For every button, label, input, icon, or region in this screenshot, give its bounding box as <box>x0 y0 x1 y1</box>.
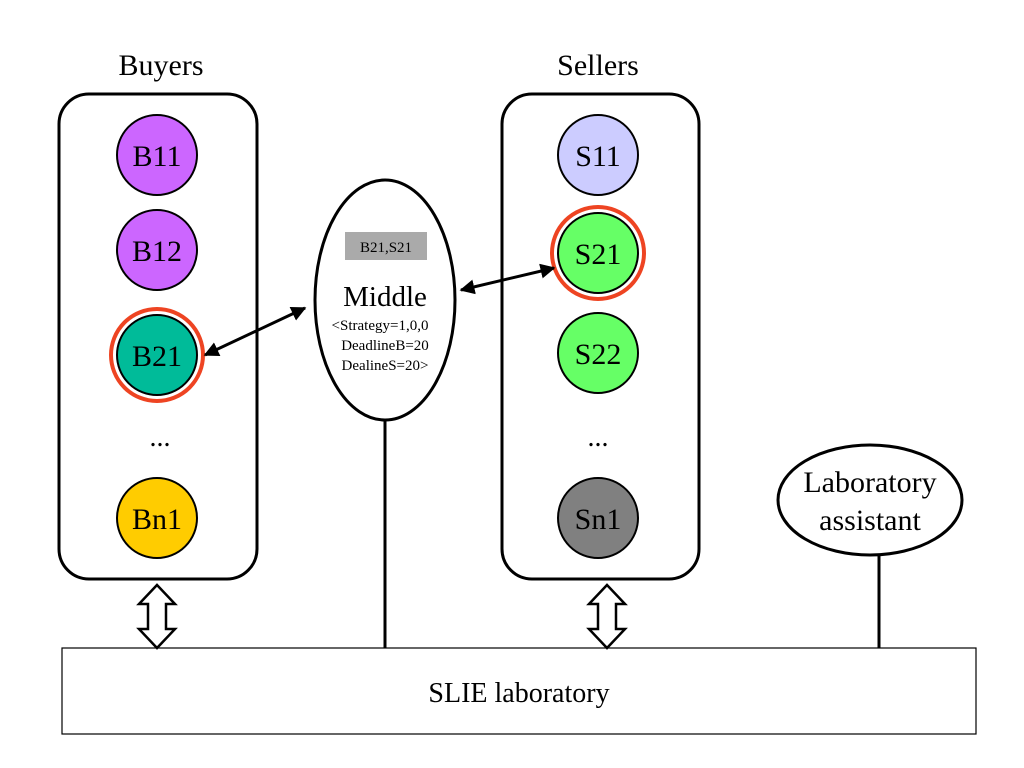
middle-title: Middle <box>343 281 427 313</box>
buyer-node-bn1[interactable]: Bn1 <box>116 477 198 559</box>
assistant-label-line-2: assistant <box>819 504 921 537</box>
seller-node-s21[interactable]: S21 <box>550 205 646 301</box>
pair-badge <box>345 232 427 260</box>
slie-laboratory-label: SLIE laboratory <box>428 678 609 709</box>
sellers-lab-double-arrow <box>586 583 628 650</box>
buyers-title: Buyers <box>119 49 204 82</box>
node-label: S22 <box>575 338 622 371</box>
node-label: S11 <box>575 140 621 173</box>
node-label: B11 <box>133 140 182 173</box>
buyer-node-b12[interactable]: B12 <box>116 209 198 291</box>
sellers-title: Sellers <box>557 49 639 82</box>
assistant-ellipse <box>776 443 964 557</box>
node-circle <box>116 477 198 559</box>
middle-param-line-3: DealineS=20> <box>342 358 429 374</box>
laboratory-assistant[interactable]: Laboratory assistant <box>776 443 964 557</box>
node-circle <box>116 209 198 291</box>
seller-node-sn1[interactable]: Sn1 <box>557 477 639 559</box>
middle-param-line-2: DeadlineB=20 <box>341 338 429 354</box>
b21-middle-arrow <box>203 306 307 357</box>
seller-node-s22[interactable]: S22 <box>557 312 639 394</box>
node-label: B12 <box>132 235 182 268</box>
buyers-ellipsis: ... <box>150 422 171 453</box>
assistant-label-line-1: Laboratory <box>803 466 936 499</box>
middle-agent[interactable]: B21,S21 Middle <Strategy=1,0,0 DeadlineB… <box>313 178 457 422</box>
node-circle <box>116 114 198 196</box>
node-circle <box>557 212 639 294</box>
node-label: S21 <box>575 238 622 271</box>
middle-param-line-1: <Strategy=1,0,0 <box>332 318 429 334</box>
buyers-lab-double-arrow <box>136 583 178 650</box>
node-label: Bn1 <box>132 503 182 536</box>
node-circle <box>557 114 639 196</box>
node-label: B21 <box>132 340 182 373</box>
buyer-node-b11[interactable]: B11 <box>116 114 198 196</box>
sellers-ellipsis: ... <box>588 422 609 453</box>
node-label: Sn1 <box>575 503 622 536</box>
node-circle <box>557 477 639 559</box>
seller-node-s11[interactable]: S11 <box>557 114 639 196</box>
slie-laboratory-box: SLIE laboratory <box>61 647 977 735</box>
buyer-node-b21[interactable]: B21 <box>109 307 205 403</box>
pair-badge-label: B21,S21 <box>360 240 412 256</box>
node-circle <box>116 314 198 396</box>
node-circle <box>557 312 639 394</box>
middle-s21-arrow <box>459 263 556 295</box>
